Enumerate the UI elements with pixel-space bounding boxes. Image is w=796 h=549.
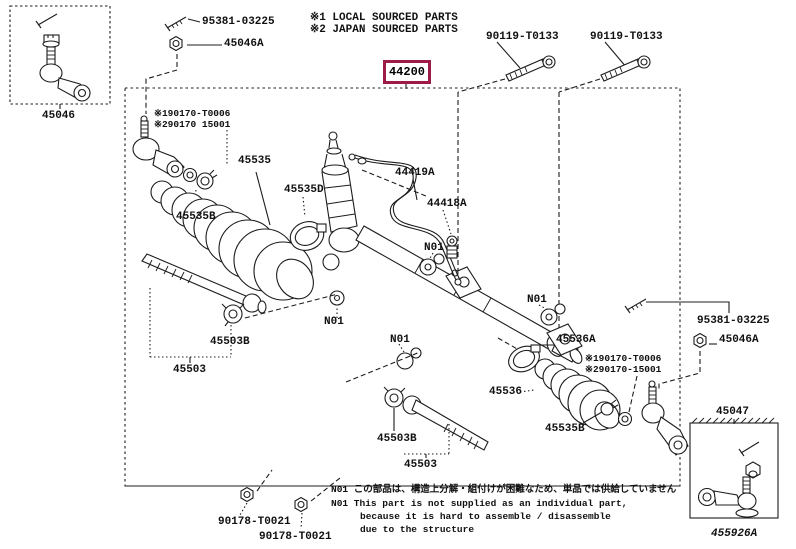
tube-union-drawing — [442, 209, 458, 259]
part-label-bolt-right: 90119-T0133 — [590, 31, 663, 43]
bushing-drawing-d — [244, 293, 422, 383]
part-label-45535b-right: 45535B — [545, 423, 585, 435]
part-label-45503b-left: 45503B — [210, 336, 250, 348]
part-label-44418a: 44418A — [427, 198, 467, 210]
part-label-ref-left-1: ※190170-T0006 — [154, 108, 231, 119]
bushing-drawing-c — [329, 290, 345, 318]
note-ref-n01-c: N01 — [324, 316, 344, 328]
bolt-drawing-left — [457, 41, 556, 272]
figure-code: 455926A — [711, 528, 758, 540]
part-label-ref-right-2: ※290170-15001 — [585, 364, 662, 375]
inner-tie-rod-drawing-left — [141, 253, 267, 363]
note-text-english-3: due to the structure — [360, 524, 475, 535]
mount-bracket-drawing-right — [546, 323, 583, 356]
note-ref-n01-a: N01 — [424, 242, 444, 254]
part-label-bolt-left: 90119-T0133 — [486, 31, 559, 43]
tie-rod-end-drawing-inset-left — [35, 13, 91, 102]
bolt-drawing-right — [558, 41, 651, 330]
part-label-ref-left-2: ※290170 15001 — [154, 119, 231, 130]
part-label-45047: 45047 — [716, 406, 750, 418]
part-label-45535: 45535 — [238, 155, 272, 167]
bushing-drawing-b — [538, 303, 566, 326]
part-label-screw-top-left: 95381-03225 — [202, 16, 275, 28]
clip-drawing-right — [582, 399, 619, 424]
note-ref-n01-d: N01 — [390, 334, 410, 346]
steering-valve-housing-drawing — [321, 131, 360, 271]
part-label-45535d: 45535D — [284, 184, 324, 196]
part-label-45535b-left: 45535B — [176, 211, 216, 223]
boot-drawing-right — [497, 337, 621, 431]
part-label-screw-right: 95381-03225 — [697, 315, 770, 327]
nut-drawing-top-left — [145, 35, 222, 114]
boot-drawing-left — [150, 171, 314, 301]
clamp-drawing-left — [289, 196, 327, 251]
part-label-45503b-bottom: 45503B — [377, 433, 417, 445]
note-text-english-2: because it is hard to assemble / disasse… — [360, 511, 611, 522]
inset-box-45046 — [9, 5, 111, 109]
note-ref-n01-b: N01 — [527, 294, 547, 306]
lock-nut-drawing-left — [239, 469, 273, 516]
part-label-ref-right-1: ※190170-T0006 — [585, 353, 662, 364]
part-label-nut-top-left: 45046A — [224, 38, 264, 50]
part-label-45536: 45536 — [489, 386, 523, 398]
lock-nut-drawing-right — [294, 477, 341, 530]
legend-line-2: ※2 JAPAN SOURCED PARTS — [310, 24, 458, 36]
part-label-lock-nut-right: 90178-T0021 — [259, 531, 332, 543]
part-label-45536a: 45536A — [556, 334, 596, 346]
tie-rod-end-drawing-inset-right — [697, 441, 761, 518]
screw-drawing-right — [624, 298, 730, 314]
part-label-lock-nut-left: 90178-T0021 — [218, 516, 291, 528]
part-label-45503-left: 45503 — [173, 364, 207, 376]
main-assembly-boundary-box — [124, 87, 681, 487]
inner-tie-rod-drawing-bottom — [383, 386, 489, 458]
note-text-english-1: N01 This part is not supplied as an indi… — [331, 498, 628, 509]
part-label-45503-bottom: 45503 — [404, 459, 438, 471]
part-label-nut-right: 45046A — [719, 334, 759, 346]
nut-drawing-right — [658, 332, 717, 390]
washer-drawing-right — [617, 375, 638, 427]
tie-rod-end-drawing-right — [641, 380, 689, 456]
legend-line-1: ※1 LOCAL SOURCED PARTS — [310, 12, 458, 24]
screw-drawing-top-left — [164, 16, 201, 32]
note-text-japanese: N01 この部品は、構造上分解・組付けが困難なため、単品では供給していません — [331, 484, 677, 495]
part-label-45046: 45046 — [42, 110, 76, 122]
clamp-drawing-right — [508, 344, 554, 373]
bushing-drawing-a — [419, 252, 445, 276]
inset-box-45047 — [689, 417, 779, 519]
selected-part-number-badge[interactable]: 44200 — [383, 60, 431, 84]
part-label-44419a: 44419A — [395, 167, 435, 179]
